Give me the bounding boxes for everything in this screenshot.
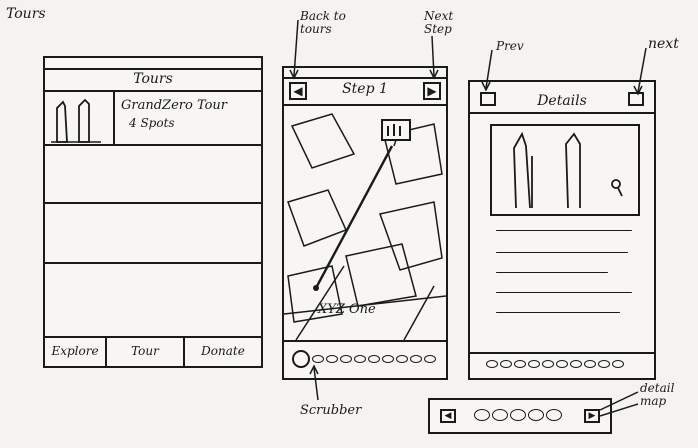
annotation-prev: Prev xyxy=(496,39,524,53)
annotation-detail-map: detail map xyxy=(640,381,675,408)
detail-map-control: ◀ ▶ xyxy=(428,398,612,434)
details-screen: Details xyxy=(468,80,656,380)
map-prev-button[interactable]: ◀ xyxy=(440,409,456,423)
right-arrow-icon: ▶ xyxy=(588,411,596,421)
detail-scrubber[interactable] xyxy=(486,360,624,368)
map-view[interactable]: XYZ One xyxy=(283,106,447,341)
prev-button[interactable] xyxy=(480,92,496,106)
tab-explore[interactable]: Explore xyxy=(51,344,99,358)
back-button[interactable]: ◀ xyxy=(289,82,307,100)
next-button[interactable]: ▶ xyxy=(423,82,441,100)
status-bar-line xyxy=(45,68,261,70)
detail-photo xyxy=(490,124,640,216)
left-arrow-icon: ◀ xyxy=(293,84,303,98)
next-item-button[interactable] xyxy=(628,92,644,106)
step-screen: ◀ Step 1 ▶ XYZ One xyxy=(282,66,448,380)
annotation-scrubber: Scrubber xyxy=(300,403,362,418)
map-next-button[interactable]: ▶ xyxy=(584,409,600,423)
tab-donate[interactable]: Donate xyxy=(201,344,245,358)
annotation-next-step: Next Step xyxy=(424,9,454,36)
annotation-next: next xyxy=(648,36,679,52)
tower-thumbnail-icon xyxy=(51,98,101,148)
tours-screen: Tours GrandZero Tour 4 Spots Explore Tou… xyxy=(43,56,263,368)
step-title: Step 1 xyxy=(342,81,388,97)
annotation-back-to-tours: Back to tours xyxy=(300,9,346,36)
details-title: Details xyxy=(537,93,587,109)
tour-spots: 4 Spots xyxy=(129,116,175,130)
map-location-label: XYZ One xyxy=(318,302,376,317)
step-scrubber[interactable] xyxy=(292,350,436,368)
tour-list-item[interactable]: GrandZero Tour 4 Spots xyxy=(45,92,261,144)
left-arrow-icon: ◀ xyxy=(444,411,452,421)
scrubber-handle[interactable] xyxy=(292,350,310,368)
map-scrubber[interactable] xyxy=(474,409,562,421)
right-arrow-icon: ▶ xyxy=(427,84,437,98)
sketch-title: Tours xyxy=(6,6,46,22)
tab-tour[interactable]: Tour xyxy=(131,344,159,358)
page-title: Tours xyxy=(133,71,173,87)
tour-name: GrandZero Tour xyxy=(121,98,228,113)
